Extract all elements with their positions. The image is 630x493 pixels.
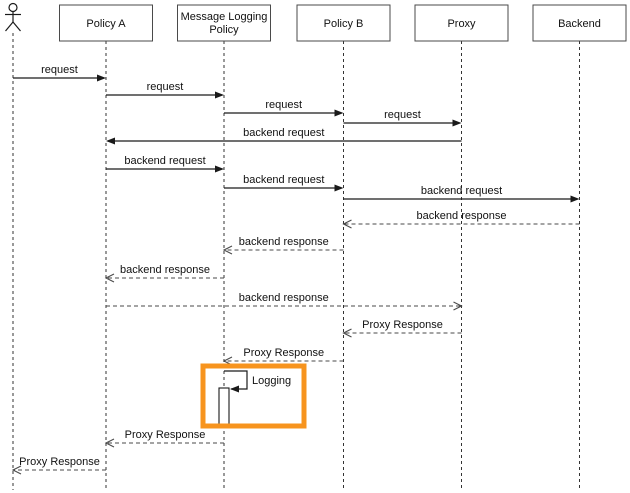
participant-box-proxy bbox=[414, 4, 509, 42]
arrowhead-open-icon bbox=[342, 219, 352, 229]
message-label-15: Proxy Response bbox=[19, 456, 100, 468]
activation-bar bbox=[218, 387, 230, 427]
message-label-13: Proxy Response bbox=[243, 347, 324, 359]
message-label-5: backend request bbox=[124, 155, 205, 167]
self-message-line bbox=[224, 370, 248, 390]
participant-box-policy-b bbox=[296, 4, 391, 42]
arrowhead-filled-icon bbox=[452, 119, 462, 127]
arrowhead-filled-icon bbox=[230, 385, 239, 393]
participant-label-line: Message Logging bbox=[181, 11, 268, 23]
arrowhead-open-icon bbox=[104, 273, 115, 283]
arrowhead-filled-icon bbox=[215, 91, 224, 99]
message-label-0: request bbox=[41, 64, 78, 76]
self-message-label: Logging bbox=[252, 375, 291, 387]
participant-box-policy-a bbox=[59, 4, 153, 42]
message-label-6: backend request bbox=[243, 174, 324, 186]
participant-label-policy-a: Policy A bbox=[86, 18, 126, 30]
highlight-box bbox=[200, 363, 307, 429]
arrowhead-filled-icon bbox=[334, 184, 344, 192]
message-label-7: backend request bbox=[421, 185, 502, 197]
arrowhead-filled-icon bbox=[570, 195, 580, 203]
participant-box-mlp bbox=[177, 4, 271, 42]
message-label-4: backend request bbox=[243, 127, 324, 139]
message-label-1: request bbox=[147, 81, 184, 93]
arrowhead-open-icon bbox=[104, 438, 115, 448]
message-label-9: backend response bbox=[239, 236, 329, 248]
arrowhead-filled-icon bbox=[215, 165, 224, 173]
arrowhead-filled-icon bbox=[106, 137, 115, 145]
message-label-8: backend response bbox=[417, 210, 507, 222]
actor-icon-leg-right bbox=[12, 21, 21, 32]
message-label-10: backend response bbox=[120, 264, 210, 276]
message-label-3: request bbox=[384, 109, 421, 121]
message-label-12: Proxy Response bbox=[362, 319, 443, 331]
arrowhead-open-icon bbox=[342, 328, 352, 338]
message-label-14: Proxy Response bbox=[125, 429, 206, 441]
participant-label-backend: Backend bbox=[558, 18, 601, 30]
participant-label-policy-b: Policy B bbox=[324, 18, 364, 30]
arrowhead-open-icon bbox=[222, 245, 233, 255]
actor-icon-head bbox=[8, 2, 18, 13]
participant-box-backend bbox=[532, 4, 627, 42]
actor-icon-leg-left bbox=[5, 21, 14, 32]
participant-label-line: Policy bbox=[209, 24, 239, 36]
message-label-2: request bbox=[265, 99, 302, 111]
arrowhead-open-icon bbox=[453, 301, 463, 311]
arrowhead-filled-icon bbox=[334, 109, 344, 117]
arrowhead-filled-icon bbox=[97, 74, 106, 82]
message-label-11: backend response bbox=[239, 292, 329, 304]
arrowhead-open-icon bbox=[11, 465, 22, 475]
participant-label-proxy: Proxy bbox=[447, 18, 476, 30]
